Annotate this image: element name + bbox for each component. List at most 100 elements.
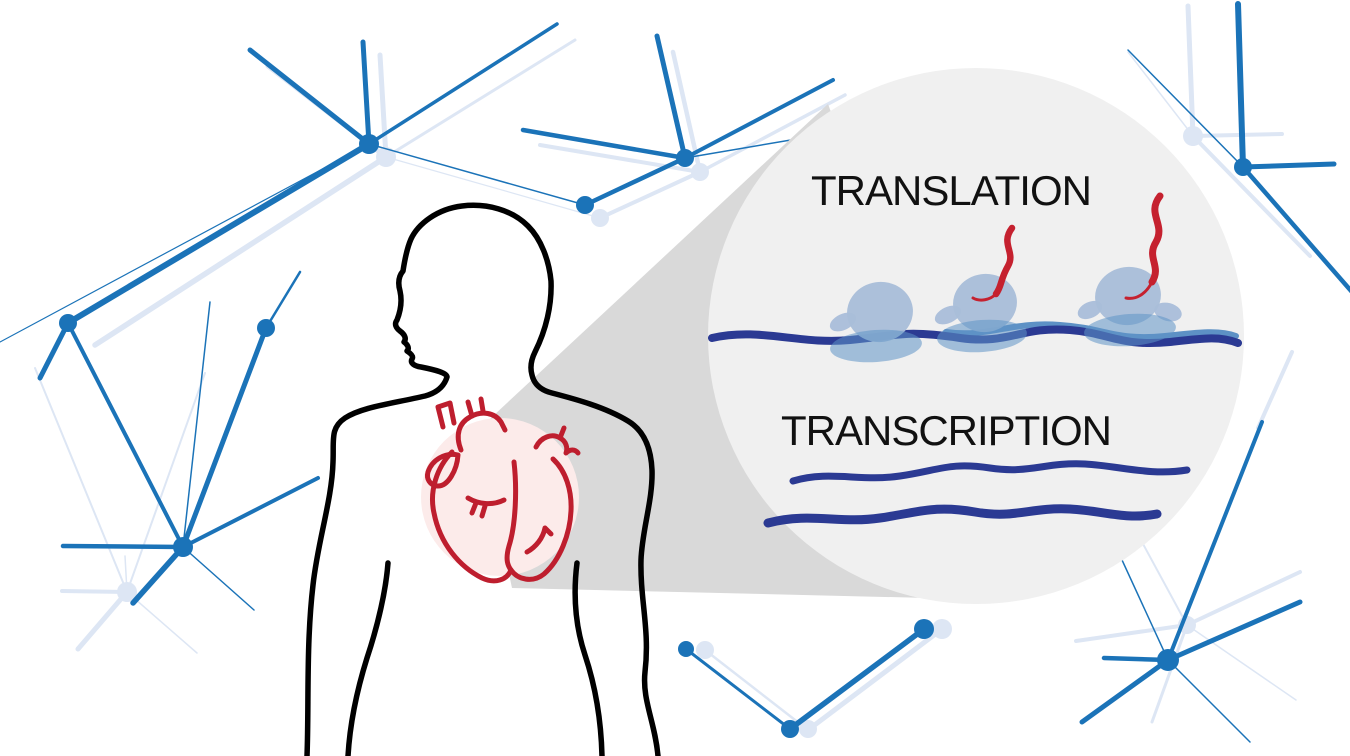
network-edge (1256, 350, 1294, 430)
ribosome-part (1095, 266, 1161, 326)
ribosome-part (937, 319, 1027, 353)
ribosome-part (1077, 300, 1103, 320)
network-node (591, 209, 609, 227)
network-node (59, 314, 77, 332)
network-node (691, 163, 709, 181)
network-edge (181, 476, 320, 549)
network-edge (60, 543, 186, 550)
network-node (914, 619, 934, 639)
network-edge (683, 78, 835, 160)
network-edge (75, 589, 130, 652)
ribosome-part (830, 329, 922, 363)
peptide-segment (1124, 280, 1154, 300)
mrna-path (789, 460, 1191, 485)
network-edge (1127, 51, 1194, 137)
heart-vessel-stub (435, 400, 457, 430)
network-edge (1240, 164, 1350, 294)
transcription-label: TRANSCRIPTION (781, 407, 1111, 454)
network-edge (598, 170, 702, 220)
network-node (576, 196, 594, 214)
mrna-path (763, 504, 1162, 528)
network-edge (384, 38, 577, 159)
network-edge (126, 372, 206, 593)
network-edge (1191, 134, 1312, 258)
network-node (799, 720, 817, 738)
network-node (932, 619, 952, 639)
network-edge (1074, 623, 1189, 643)
heart-highlight-circle (421, 418, 579, 576)
network-edge (360, 39, 372, 147)
heart-aorta-branches (465, 396, 486, 419)
anatomical-heart-icon (425, 396, 581, 584)
ribosome-part (1084, 313, 1176, 347)
translation-label: TRANSLATION (811, 167, 1091, 214)
peptide-segment (971, 292, 998, 302)
network-node (781, 720, 799, 738)
network-node (1157, 649, 1179, 671)
network-edge (1079, 657, 1171, 725)
network-edge (1167, 659, 1251, 743)
heart-apex-vessel (524, 525, 554, 555)
heart-pulmonary-artery (533, 425, 581, 456)
network-edge (1235, 1, 1246, 170)
peptide-segment (1148, 192, 1164, 286)
network-edge (1165, 599, 1303, 663)
network-node (678, 641, 694, 657)
network-edge (126, 591, 198, 654)
network-node (173, 537, 193, 557)
network-edge (367, 22, 559, 146)
nascent-peptides (971, 192, 1164, 302)
network-node (376, 147, 396, 167)
network-edge (60, 589, 129, 594)
network-edge (368, 143, 586, 206)
network-edge (66, 321, 185, 549)
heart-right-atrium (425, 451, 461, 489)
network-edge (264, 270, 302, 330)
network-edge (180, 325, 269, 550)
network-edge (1166, 420, 1264, 662)
network-node (1234, 158, 1252, 176)
network-edge (787, 626, 927, 732)
network-edge (1186, 624, 1297, 701)
network-edge (684, 647, 792, 731)
network-edge (582, 155, 688, 208)
network-node (359, 134, 379, 154)
network-edge (34, 367, 128, 593)
network-edge (805, 626, 945, 733)
network-edge (385, 156, 601, 219)
network-edge (182, 301, 211, 548)
network-edge (538, 143, 702, 174)
heart-septum (504, 459, 519, 573)
network-edge (377, 52, 389, 160)
network-edge (1240, 161, 1337, 170)
human-silhouette (304, 202, 661, 756)
network-edge (182, 546, 255, 611)
network-edge (698, 93, 847, 174)
network-edge (1185, 3, 1196, 139)
network-edge (1127, 49, 1244, 168)
network-edge (1191, 132, 1284, 138)
peptide-segment (992, 224, 1016, 298)
network-edge (92, 154, 389, 348)
network-edge (520, 127, 688, 161)
heart-coronary-vessels (465, 495, 507, 519)
network-edge (1185, 570, 1302, 627)
network-node (257, 319, 275, 337)
network-edge (65, 141, 372, 326)
network-edge (0, 143, 370, 343)
silhouette-left-arm-gap (345, 560, 391, 756)
silhouette-right-arm-gap (572, 560, 605, 756)
network-node (1183, 126, 1203, 146)
network-edge (37, 320, 71, 381)
silhouette-outline (304, 202, 661, 756)
network-edge (247, 47, 372, 147)
network-edge (703, 648, 810, 732)
network-edge (130, 544, 186, 606)
network-edge (1150, 623, 1189, 724)
mrna-strands-transcription (763, 460, 1191, 528)
network-edge (654, 33, 688, 161)
network-node (676, 149, 694, 167)
